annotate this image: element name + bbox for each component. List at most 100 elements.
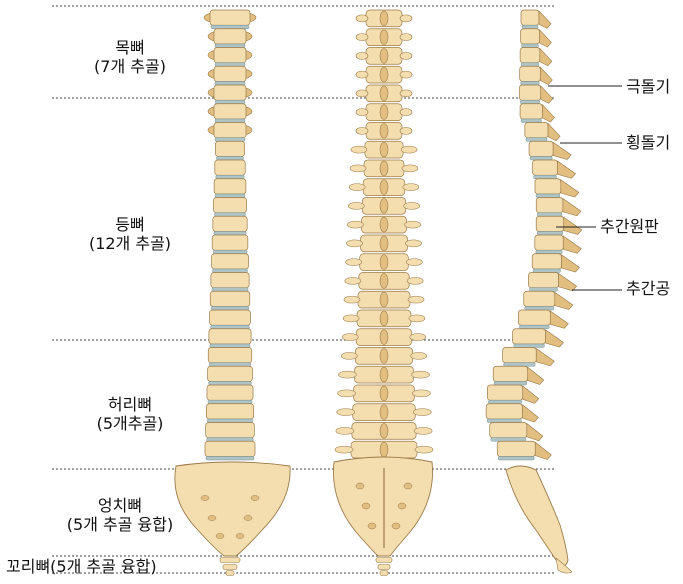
coccyx-segment [378,565,390,570]
feature-label-intervertebral-foramen: 추간공 [626,280,670,298]
intervertebral-disc [213,269,248,273]
intervertebral-disc [212,288,248,292]
transverse-process [413,409,431,416]
spine-back-view [333,10,433,576]
coccyx-segment [376,558,392,563]
sacral-foramen [356,483,364,489]
vertebra [215,160,245,175]
intervertebral-disc [525,307,554,311]
sacral-foramen [251,496,259,501]
intervertebral-disc [215,194,245,198]
transverse-process [347,240,363,247]
vertebra [535,179,561,194]
transverse-process [412,371,430,378]
vertebra [210,10,250,25]
transverse-process [344,296,360,303]
sacral-foramen [392,523,400,529]
transverse-process [356,15,368,22]
spinous-process [380,86,388,101]
vertebra [486,404,522,419]
intervertebral-disc [211,25,249,29]
spinous-process [380,442,388,457]
vertebra [214,104,246,119]
transverse-process [400,109,412,116]
vertebra [487,385,522,400]
vertebra [208,348,251,363]
transverse-process [412,390,430,397]
spine-front-view [175,10,290,576]
spinous-process [539,30,551,47]
spinous-process [563,199,581,216]
spinous-process [380,236,388,251]
intervertebral-disc [534,175,557,179]
transverse-process [405,221,421,228]
vertebra [493,366,528,381]
vertebra [536,216,564,231]
spinous-process [523,386,539,403]
vertebra [503,348,537,363]
spinous-process [380,67,388,82]
spinous-process [540,67,552,84]
coccyx-segment [223,565,237,570]
transverse-process [341,352,357,359]
spinous-process [542,105,554,122]
spinous-process [562,255,580,272]
transverse-process [345,277,361,284]
vertebra [209,329,251,344]
transverse-process [347,221,363,228]
region-label-coccyx: 꼬리뼈(5개 추골 융합) [6,557,206,576]
spinous-process [536,349,554,366]
spinous-process [380,30,388,45]
spinous-process [380,11,388,26]
intervertebral-disc [521,63,539,67]
transverse-process [342,334,358,341]
vertebra [524,291,555,306]
intervertebral-disc [216,157,243,161]
vertebra [205,441,255,456]
transverse-process [404,202,420,209]
transverse-process [400,15,412,22]
spinous-process [380,405,388,420]
vertebra [520,48,540,63]
transverse-process [402,165,418,172]
intervertebral-disc [521,82,540,86]
intervertebral-disc [537,232,563,236]
intervertebral-disc [215,100,245,104]
transverse-process [406,259,422,266]
sacral-foramen [398,503,406,509]
spinous-process [380,255,388,270]
spinous-process [380,180,388,195]
spinous-process [380,142,388,157]
transverse-process [401,146,417,153]
intervertebral-disc [504,363,536,367]
transverse-process [335,446,353,453]
spinous-process [555,292,573,309]
vertebra [525,123,548,138]
spinous-process [380,124,388,139]
intervertebral-disc [215,119,245,123]
vertebra [490,423,527,438]
spinous-process [528,367,544,384]
region-label-sacrum: 엉치뼈 (5개 추골 융합) [20,496,220,534]
spinous-process [535,442,551,459]
intervertebral-disc [522,44,539,48]
intervertebral-disc [209,382,252,386]
intervertebral-disc [526,138,547,142]
transverse-process [343,315,359,322]
transverse-process [400,127,412,134]
region-detail: (7개 추골) [40,57,220,76]
transverse-process [400,34,412,41]
vertebra [533,160,558,175]
vertebra [214,85,246,100]
sacrum [506,466,568,566]
spinous-process [545,330,563,347]
transverse-process [351,146,367,153]
spinous-process [380,217,388,232]
transverse-process [336,427,354,434]
vertebra [518,310,550,325]
intervertebral-disc [530,157,552,161]
spinous-process [548,124,560,141]
vertebra [212,254,249,269]
transverse-process [409,315,425,322]
transverse-process [346,259,362,266]
